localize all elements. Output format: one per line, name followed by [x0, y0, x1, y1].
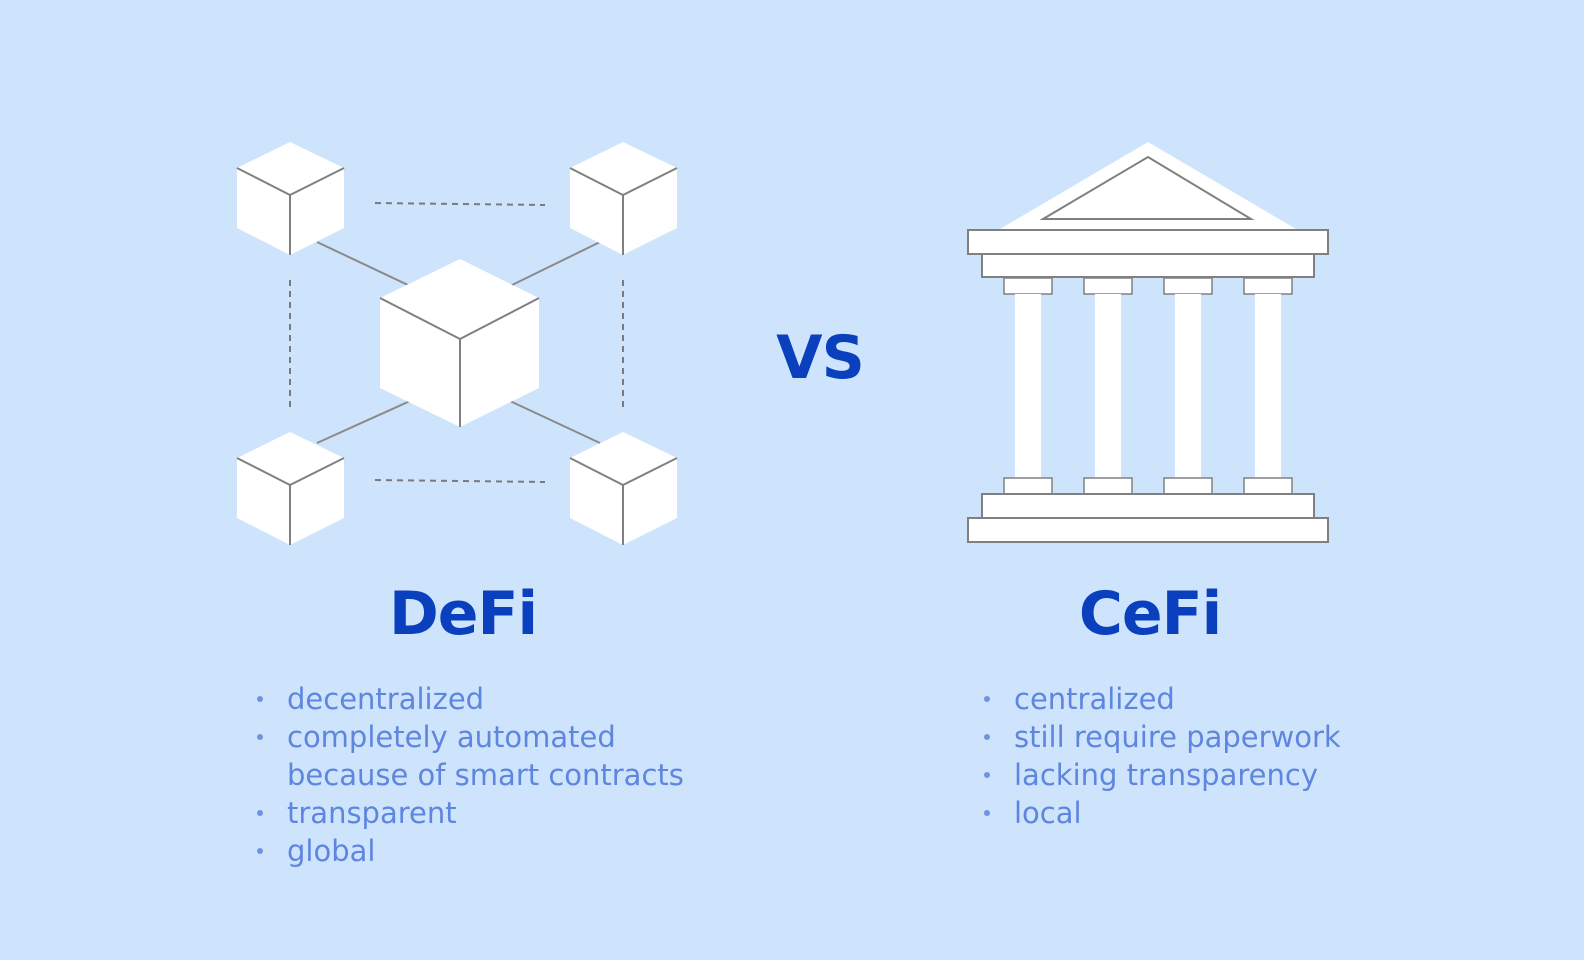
cube-icon-center	[379, 259, 540, 427]
bullet-dot-icon	[984, 772, 990, 778]
list-item: global	[257, 832, 727, 870]
network-connector-lines	[316, 241, 601, 444]
cefi-point-text: centralized	[1014, 682, 1175, 716]
bank-entablature	[967, 229, 1329, 255]
bullet-dot-icon	[984, 734, 990, 740]
defi-feature-list: decentralized completely automated becau…	[257, 680, 727, 870]
bullet-dot-icon	[257, 848, 263, 854]
cefi-feature-list: centralized still require paperwork lack…	[984, 680, 1404, 832]
list-item: transparent	[257, 794, 727, 832]
bank-columns	[1003, 277, 1293, 495]
cefi-title: CeFi	[1078, 579, 1222, 649]
cube-icon-bottom-left	[236, 432, 345, 545]
cefi-point-text: local	[1014, 796, 1082, 830]
bullet-dot-icon	[257, 734, 263, 740]
bullet-dot-icon	[984, 696, 990, 702]
versus-label: VS	[776, 323, 865, 393]
defi-title: DeFi	[388, 579, 538, 649]
list-item: decentralized	[257, 680, 727, 718]
cube-icon-bottom-right	[569, 432, 678, 545]
list-item: centralized	[984, 680, 1404, 718]
bullet-dot-icon	[984, 810, 990, 816]
list-item: lacking transparency	[984, 756, 1404, 794]
blockchain-network-icon	[236, 142, 678, 545]
cefi-point-text: still require paperwork	[1014, 720, 1341, 754]
list-item: still require paperwork	[984, 718, 1404, 756]
defi-point-text: completely automated because of smart co…	[287, 720, 684, 792]
bullet-dot-icon	[257, 696, 263, 702]
defi-point-text: global	[287, 834, 376, 868]
defi-point-text: decentralized	[287, 682, 485, 716]
list-item: completely automated because of smart co…	[257, 718, 727, 794]
bank-base	[981, 493, 1315, 519]
defi-point-text: transparent	[287, 796, 457, 830]
cube-icon-top-right	[569, 142, 678, 255]
cefi-point-text: lacking transparency	[1014, 758, 1318, 792]
cube-icon-top-left	[236, 142, 345, 255]
list-item: local	[984, 794, 1404, 832]
bank-building-icon	[967, 142, 1329, 543]
bullet-dot-icon	[257, 810, 263, 816]
